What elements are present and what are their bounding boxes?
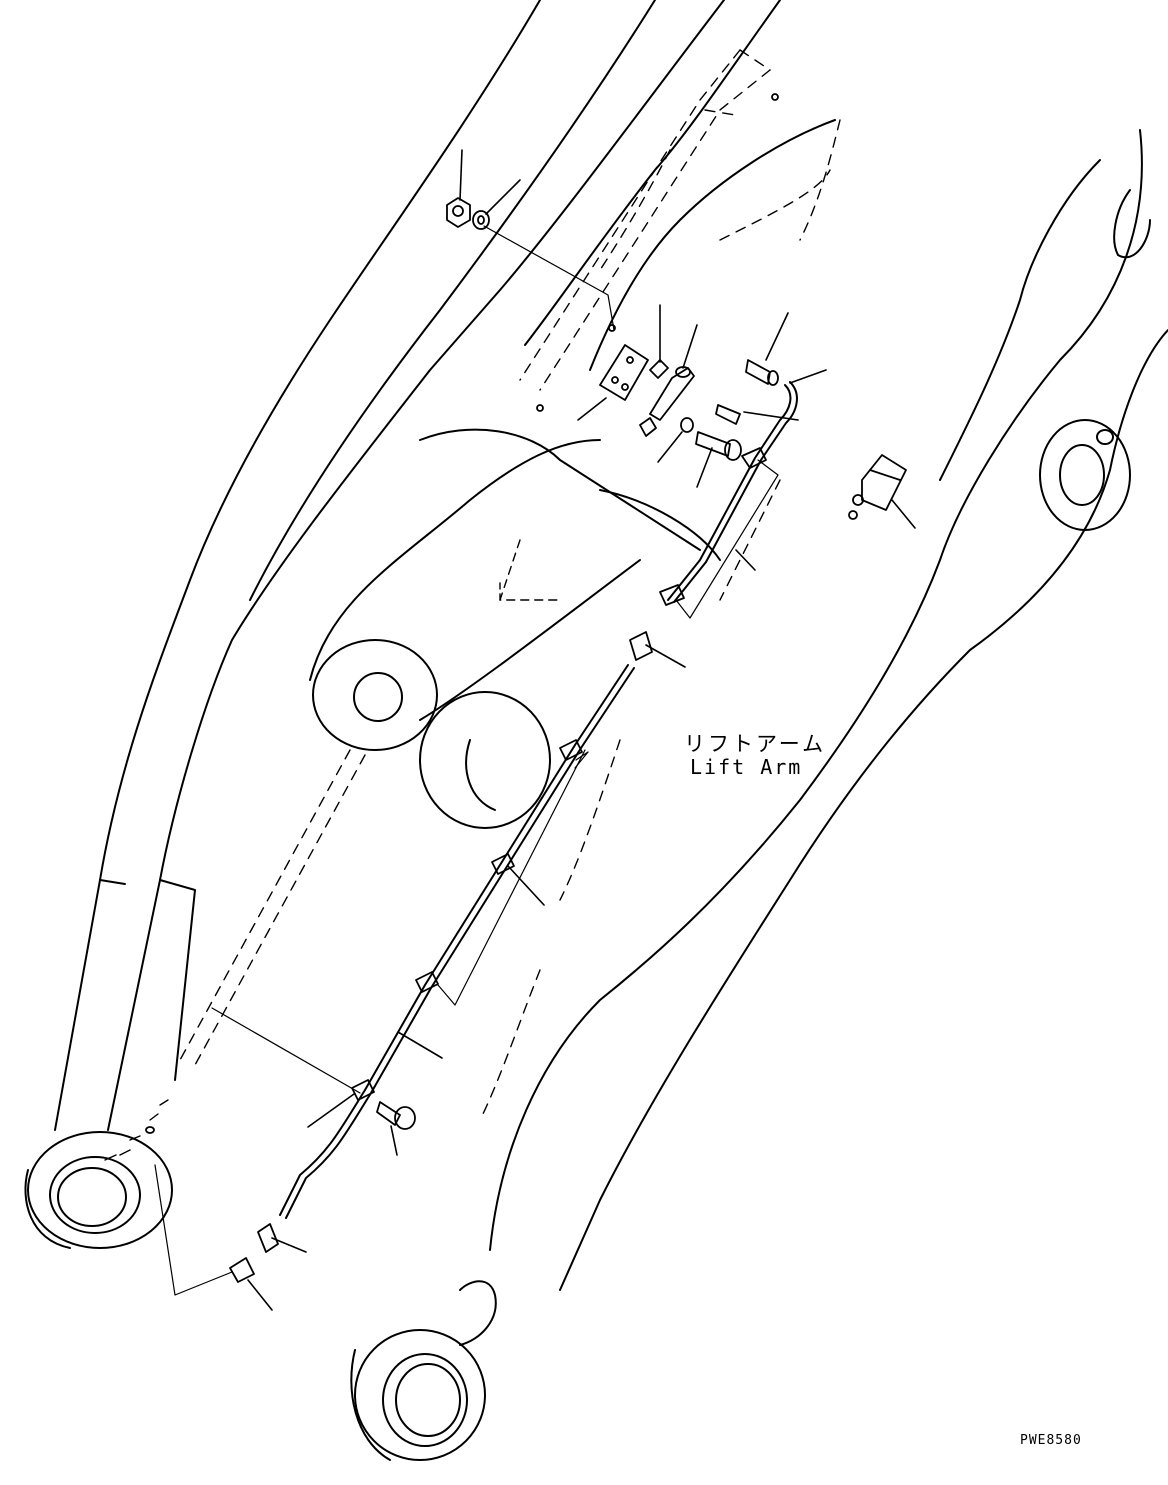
- union-fitting-part: [629, 631, 653, 661]
- part-label-english: Lift Arm: [690, 755, 803, 779]
- nut-part: [446, 197, 471, 228]
- right-arm-outline: [350, 119, 1168, 1461]
- washer-part: [472, 210, 490, 230]
- arm-markings: [104, 1099, 169, 1161]
- left-arm-outline: [24, 0, 781, 1249]
- bolt-part: [695, 431, 742, 461]
- bracket-plate-part: [599, 344, 649, 401]
- lower-fitting-part: [229, 1223, 279, 1283]
- leader-lines: [247, 149, 916, 1311]
- cross-tube: [309, 428, 721, 829]
- fitting-part: [639, 359, 695, 437]
- lower-bolt-part: [376, 1101, 416, 1130]
- drawing-id: PWE8580: [1020, 1433, 1082, 1448]
- right-bracket-part: [848, 454, 907, 520]
- part-label-japanese: リフトアーム: [684, 732, 827, 756]
- washer-part-2: [680, 417, 694, 433]
- hose-clamp-part: [351, 447, 767, 1101]
- hose-fitting-part: [715, 359, 779, 425]
- assembly-lines: [154, 225, 779, 1296]
- components: [145, 93, 907, 1283]
- hidden-lines: [179, 49, 841, 1121]
